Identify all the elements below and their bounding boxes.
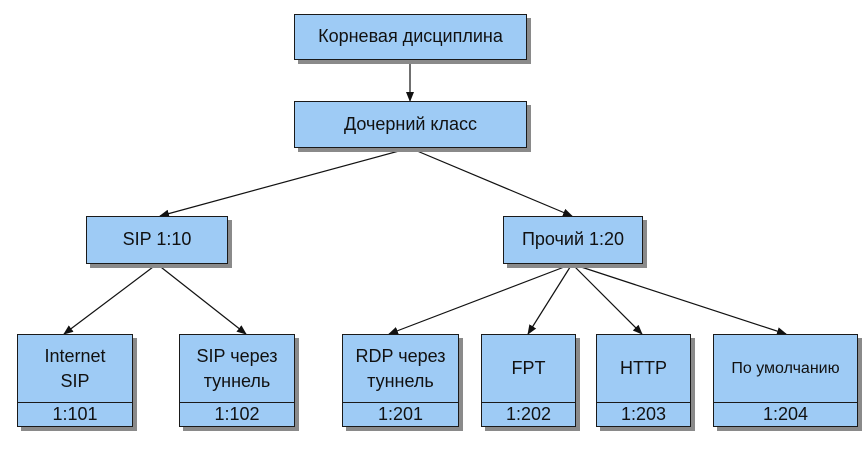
leaf-internet-sip: Internet SIP 1:101 <box>17 334 133 427</box>
node-other: Прочий 1:20 <box>503 216 643 264</box>
edge-other-rdp <box>388 263 573 335</box>
edge-other-fpt <box>527 263 573 335</box>
leaf-id: 1:201 <box>343 402 458 426</box>
node-root: Корневая дисциплина <box>294 14 527 60</box>
leaf-label: RDP через туннель <box>343 335 458 402</box>
leaf-label-line1: Internet <box>44 346 106 367</box>
leaf-label-line2: туннель <box>367 370 434 391</box>
leaf-id: 1:202 <box>482 402 575 426</box>
leaf-sip-tunnel: SIP через туннель 1:102 <box>179 334 295 427</box>
edge-child-other <box>409 147 573 217</box>
leaf-label: SIP через туннель <box>180 335 294 402</box>
edge-other-default <box>571 263 787 336</box>
node-sip: SIP 1:10 <box>86 216 228 264</box>
edge-sip-internet <box>63 263 158 335</box>
leaf-label: Internet SIP <box>18 335 132 402</box>
leaf-default: По умолчанию 1:204 <box>713 334 858 427</box>
leaf-id: 1:101 <box>18 402 132 426</box>
leaf-label: FPT <box>511 358 546 379</box>
edge-other-http <box>571 263 643 335</box>
leaf-label-line2: SIP <box>60 370 90 391</box>
leaf-http: HTTP 1:203 <box>596 334 691 427</box>
leaf-label-line1: SIP через <box>196 346 278 367</box>
leaf-id: 1:204 <box>714 402 857 426</box>
leaf-id: 1:203 <box>597 402 690 426</box>
leaf-label-line2: туннель <box>203 370 271 391</box>
leaf-label-line1: RDP через <box>355 346 446 367</box>
leaf-fpt: FPT 1:202 <box>481 334 576 427</box>
leaf-id: 1:102 <box>180 402 294 426</box>
edge-sip-tunnel <box>156 263 247 335</box>
edge-child-sip <box>159 147 411 218</box>
node-child-class: Дочерний класс <box>294 101 527 148</box>
leaf-rdp-tunnel: RDP через туннель 1:201 <box>342 334 459 427</box>
leaf-label: По умолчанию <box>731 359 840 377</box>
leaf-label: HTTP <box>620 358 667 379</box>
